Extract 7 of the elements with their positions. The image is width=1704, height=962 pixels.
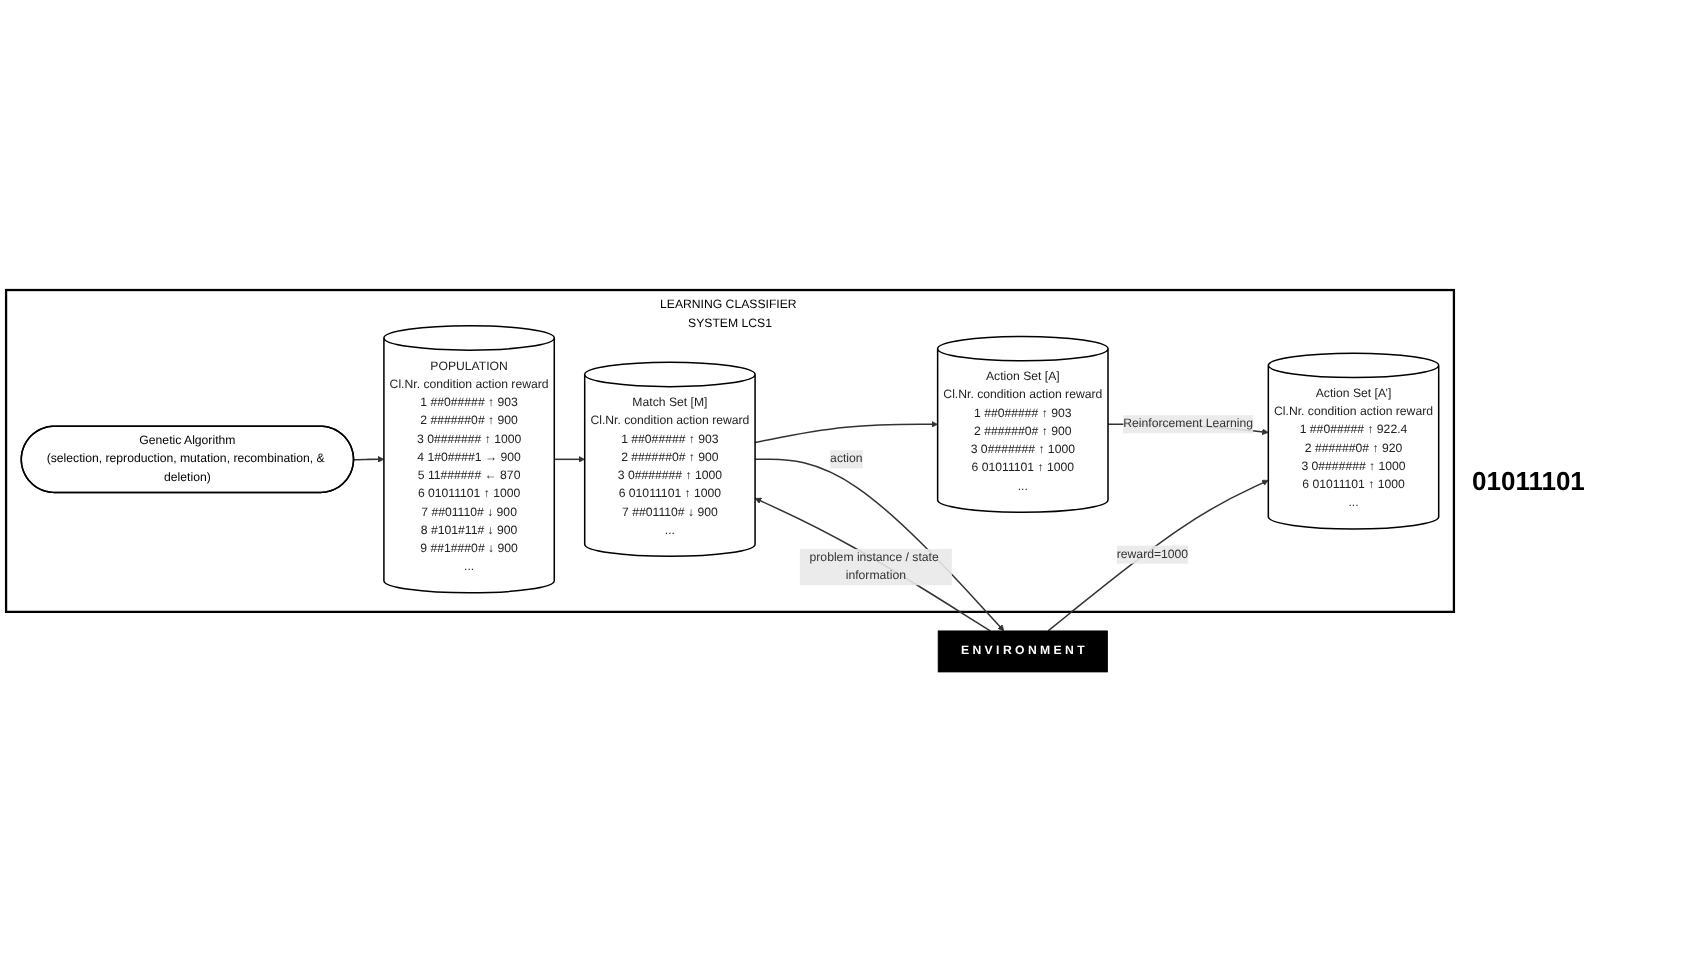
- arrow: [754, 458, 1005, 632]
- arrow: [754, 421, 938, 444]
- arrow: [553, 455, 585, 463]
- signal-value: 01011101: [1472, 466, 1587, 496]
- arrow: [754, 497, 991, 632]
- arrow: [353, 455, 385, 463]
- arrow: [1047, 479, 1269, 632]
